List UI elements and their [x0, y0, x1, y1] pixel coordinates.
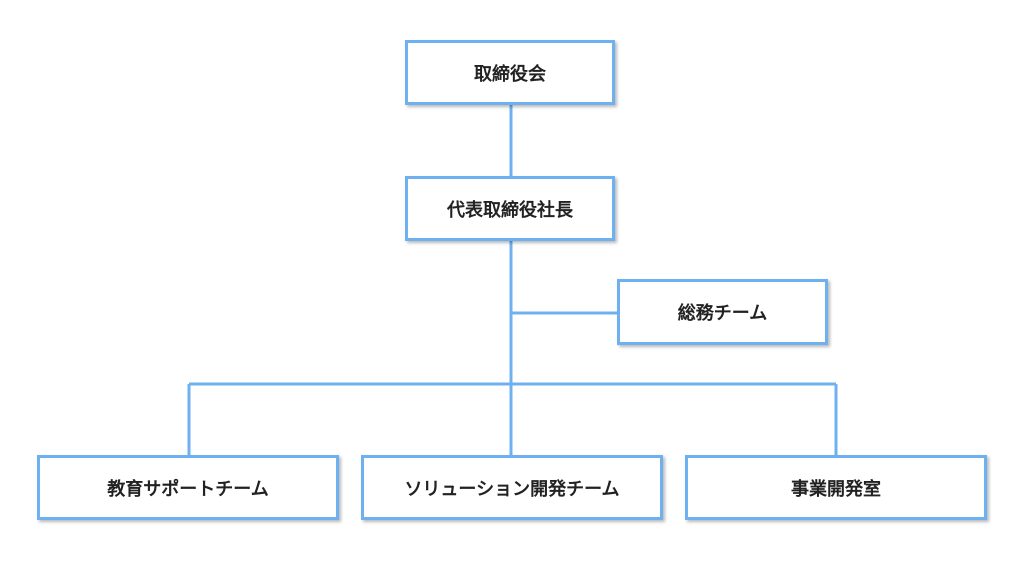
education-support-team-box: 教育サポートチーム	[37, 455, 339, 520]
ceo-box: 代表取締役社長	[405, 176, 615, 241]
board-label: 取締役会	[474, 63, 546, 85]
general-affairs-label: 総務チーム	[677, 303, 768, 324]
business-development-office-label: 事業開発室	[791, 478, 881, 500]
solution-development-team-label: ソリューション開発チーム	[404, 478, 620, 500]
general-affairs-box: 総務チーム	[617, 279, 828, 345]
solution-development-team-box: ソリューション開発チーム	[361, 455, 663, 520]
board-box: 取締役会	[405, 40, 615, 105]
ceo-label: 代表取締役社長	[447, 199, 573, 221]
education-support-team-label: 教育サポートチーム	[107, 478, 269, 500]
business-development-office-box: 事業開発室	[685, 455, 987, 520]
